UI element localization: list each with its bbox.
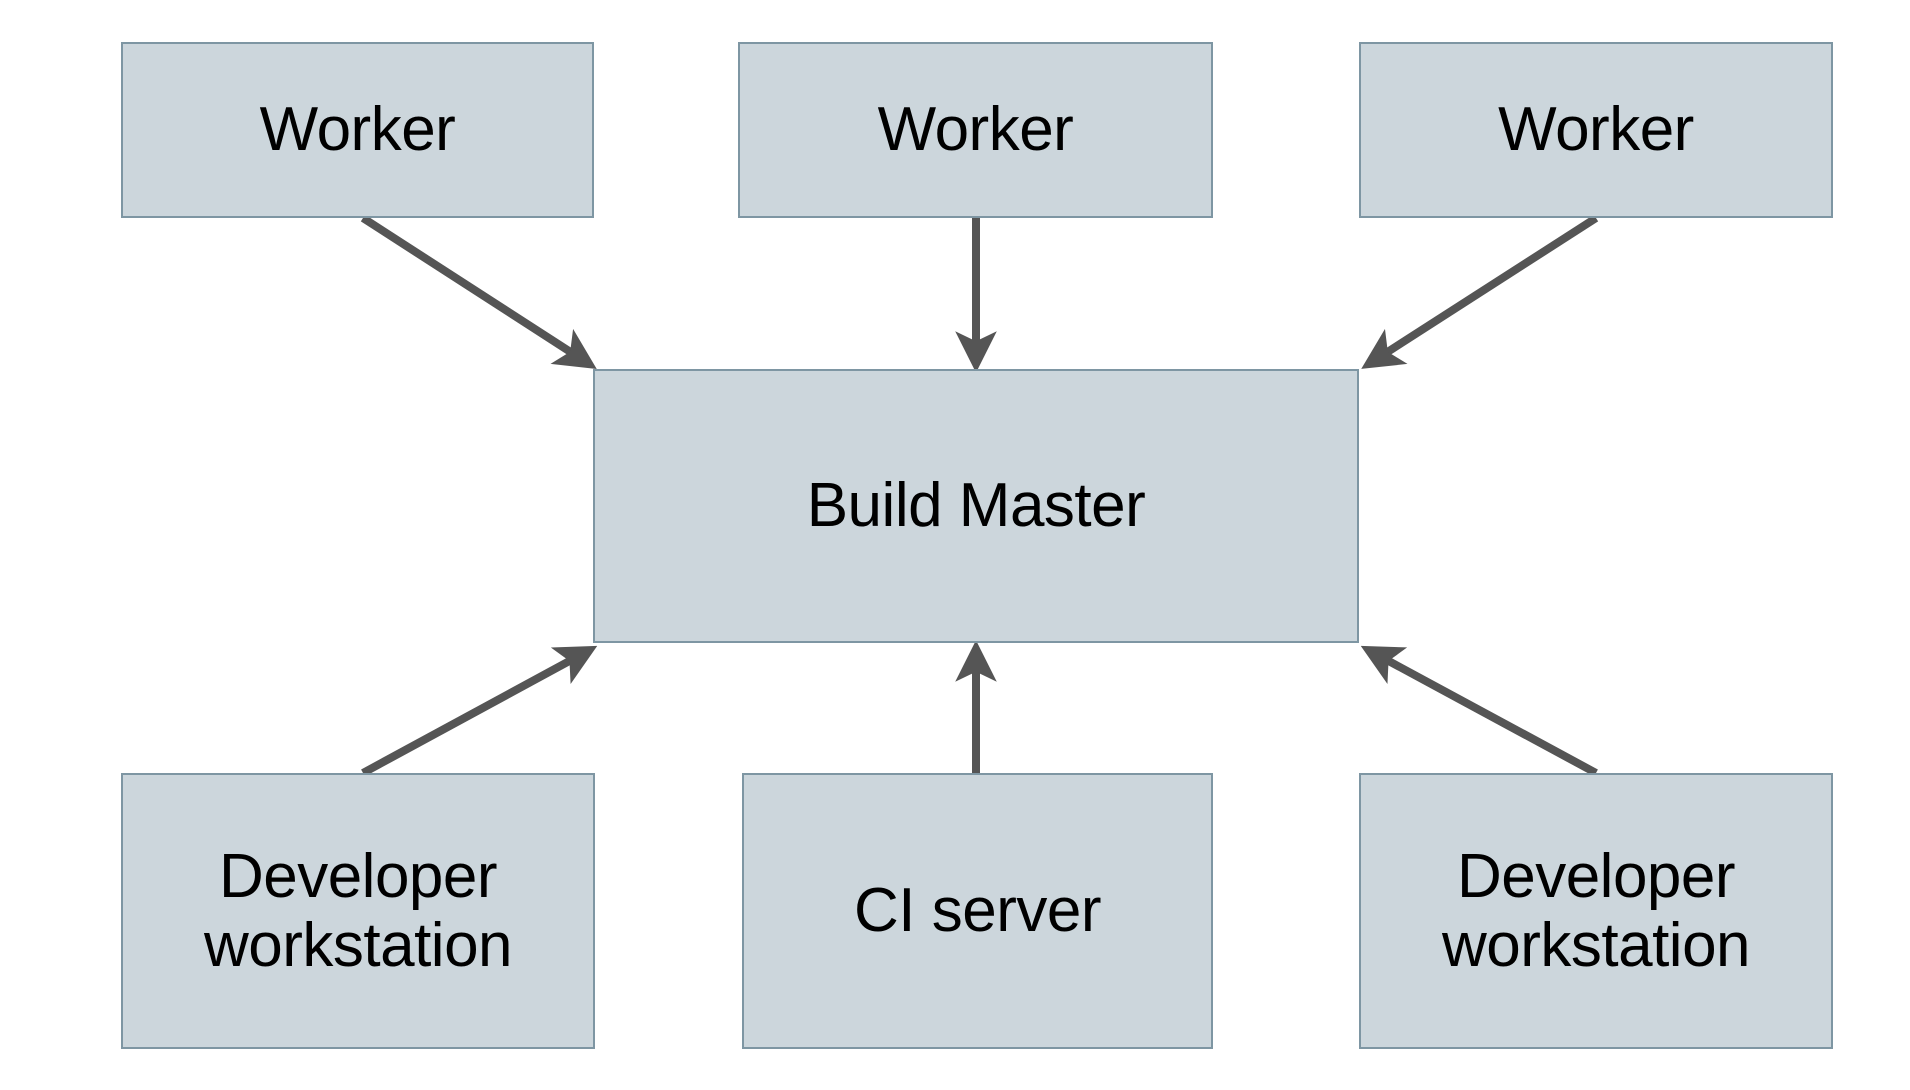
node-worker-2[interactable]: Worker [738, 42, 1213, 218]
node-worker-1-label: Worker [259, 95, 456, 165]
node-developer-workstation-left-label: Developer workstation [203, 841, 513, 980]
node-ci-server[interactable]: CI server [742, 773, 1213, 1049]
node-developer-workstation-right[interactable]: Developer workstation [1359, 773, 1833, 1049]
edge-worker-3-to-build-master [1361, 214, 1599, 369]
node-developer-workstation-left[interactable]: Developer workstation [121, 773, 595, 1049]
node-build-master-label: Build Master [806, 471, 1146, 541]
node-worker-2-label: Worker [877, 95, 1074, 165]
node-ci-server-label: CI server [854, 876, 1101, 946]
edge-worker-1-to-build-master [360, 214, 597, 369]
node-worker-3[interactable]: Worker [1359, 42, 1833, 218]
node-build-master[interactable]: Build Master [593, 369, 1359, 643]
node-worker-1[interactable]: Worker [121, 42, 594, 218]
node-worker-3-label: Worker [1498, 95, 1694, 165]
edge-dev-right-to-build-master [1360, 645, 1598, 777]
node-developer-workstation-right-label: Developer workstation [1441, 841, 1751, 980]
edge-dev-left-to-build-master [361, 645, 598, 777]
